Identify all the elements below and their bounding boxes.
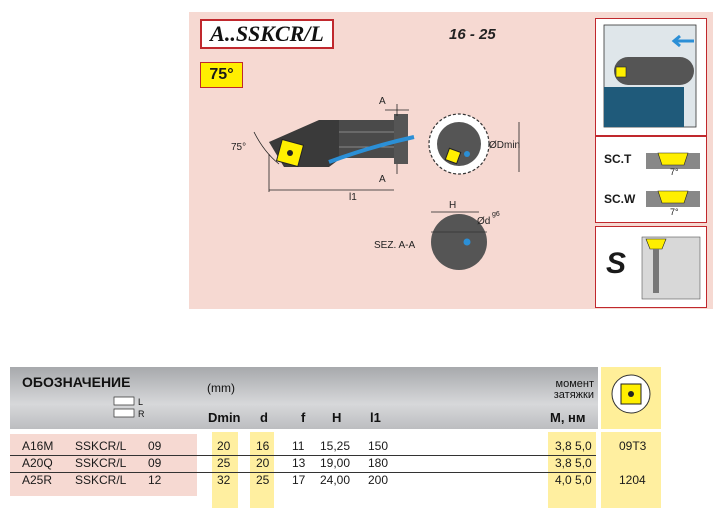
dim-a-bottom: A <box>379 174 386 185</box>
col-header-l1: l1 <box>370 410 381 425</box>
cell-d: 20 <box>256 456 270 470</box>
cell-f: 13 <box>292 456 306 470</box>
cell-h: 24,00 <box>320 473 351 487</box>
col-header-h: H <box>332 410 342 425</box>
designation-column-bg <box>10 434 197 496</box>
moment-column-bg <box>548 432 596 508</box>
insert-shape-icon <box>611 374 651 414</box>
tool-technical-drawing: A A 75° l1 ØDmin H Ød g6 SEZ. A-A <box>231 96 520 270</box>
seat-type-w: SC.W <box>604 192 636 206</box>
boring-bar-front-view <box>428 113 490 175</box>
table-row: A16M SSKCR/L 09 20 16 11 15,25 150 3,8 5… <box>0 438 720 454</box>
row-separator <box>10 455 596 456</box>
col-header-d: d <box>260 410 268 425</box>
hand-left-label: L <box>138 397 143 407</box>
cell-dmin: 20 <box>217 439 231 453</box>
screw-clamp-icon <box>641 236 701 300</box>
col-header-dmin: Dmin <box>208 410 241 425</box>
section-label: SEZ. A-A <box>374 240 415 251</box>
cell-code: A20Q <box>22 456 53 470</box>
cell-l1: 180 <box>368 456 389 470</box>
moment-label-line2: затяжки <box>553 389 594 401</box>
cell-size: 12 <box>148 473 162 487</box>
insert-column-bg <box>601 432 661 508</box>
table-header: ОБОЗНАЧЕНИЕ L R (mm) момент затяжки Dmin… <box>10 367 598 429</box>
moment-label-line1: момент <box>555 378 594 390</box>
hand-orientation-icons: L R <box>113 396 145 419</box>
cell-l1: 150 <box>368 439 389 453</box>
cell-size: 09 <box>148 439 162 453</box>
dim-l1: l1 <box>349 192 357 203</box>
dim-d: Ød <box>477 216 490 227</box>
cell-moment: 3,8 5,0 <box>555 456 592 470</box>
tool-info-panel: A..SSKCR/L 16 - 25 75° A A 75° l1 <box>189 12 713 309</box>
cell-dmin: 25 <box>217 456 231 470</box>
insert-header <box>601 367 661 429</box>
cell-dmin: 32 <box>217 473 231 487</box>
cell-insert: 1204 <box>619 473 646 487</box>
col-header-f: f <box>301 410 306 425</box>
cell-code: A25R <box>22 473 53 487</box>
cell-d: 16 <box>256 439 270 453</box>
dim-h: H <box>449 200 456 211</box>
designation-header: ОБОЗНАЧЕНИЕ <box>22 374 131 390</box>
row-separator <box>10 472 596 473</box>
cell-d: 25 <box>256 473 270 487</box>
cell-moment: 3,8 5,0 <box>555 439 592 453</box>
clamping-type-letter: S <box>606 247 627 280</box>
dim-dmin: ØDmin <box>489 140 520 151</box>
boring-operation-box <box>595 18 707 136</box>
cell-type: SSKCR/L <box>75 439 127 453</box>
cell-f: 11 <box>292 439 305 453</box>
dim-a-top: A <box>379 96 386 107</box>
d-column-bg <box>250 432 274 508</box>
cell-insert: 09T3 <box>619 439 647 453</box>
cell-size: 09 <box>148 456 162 470</box>
cell-type: SSKCR/L <box>75 456 127 470</box>
cell-h: 19,00 <box>320 456 351 470</box>
cell-l1: 200 <box>368 473 389 487</box>
unit-label: (mm) <box>207 381 235 395</box>
dimension-lines <box>253 104 520 192</box>
boring-bar-side-view <box>269 114 415 168</box>
seat-angle-t: 7° <box>670 167 679 177</box>
table-row: A20Q SSKCR/L 09 25 20 13 19,00 180 3,8 5… <box>0 455 720 471</box>
col-header-moment: M, нм <box>550 410 586 425</box>
product-title: A..SSKCR/L <box>200 19 334 49</box>
dmin-column-bg <box>212 432 238 508</box>
cell-type: SSKCR/L <box>75 473 127 487</box>
cell-h: 15,25 <box>320 439 351 453</box>
approach-angle-badge: 75° <box>200 62 243 88</box>
section-a-a-view <box>431 211 487 270</box>
dim-angle: 75° <box>231 142 246 153</box>
cell-moment: 4,0 5,0 <box>555 473 592 487</box>
seat-type-t: SC.T <box>604 152 632 166</box>
seat-angle-w: 7° <box>670 207 679 217</box>
insert-seat-box: SC.T SC.W 7° 7° <box>595 136 707 223</box>
diameter-range: 16 - 25 <box>449 26 496 43</box>
cell-code: A16M <box>22 439 54 453</box>
table-row: A25R SSKCR/L 12 32 25 17 24,00 200 4,0 5… <box>0 472 720 488</box>
hand-right-label: R <box>138 409 145 419</box>
clamping-system-box: S <box>595 226 707 308</box>
cell-f: 17 <box>292 473 306 487</box>
dim-g6: g6 <box>492 211 500 218</box>
boring-operation-icon <box>603 24 697 128</box>
seat-profile-icon <box>646 152 700 207</box>
